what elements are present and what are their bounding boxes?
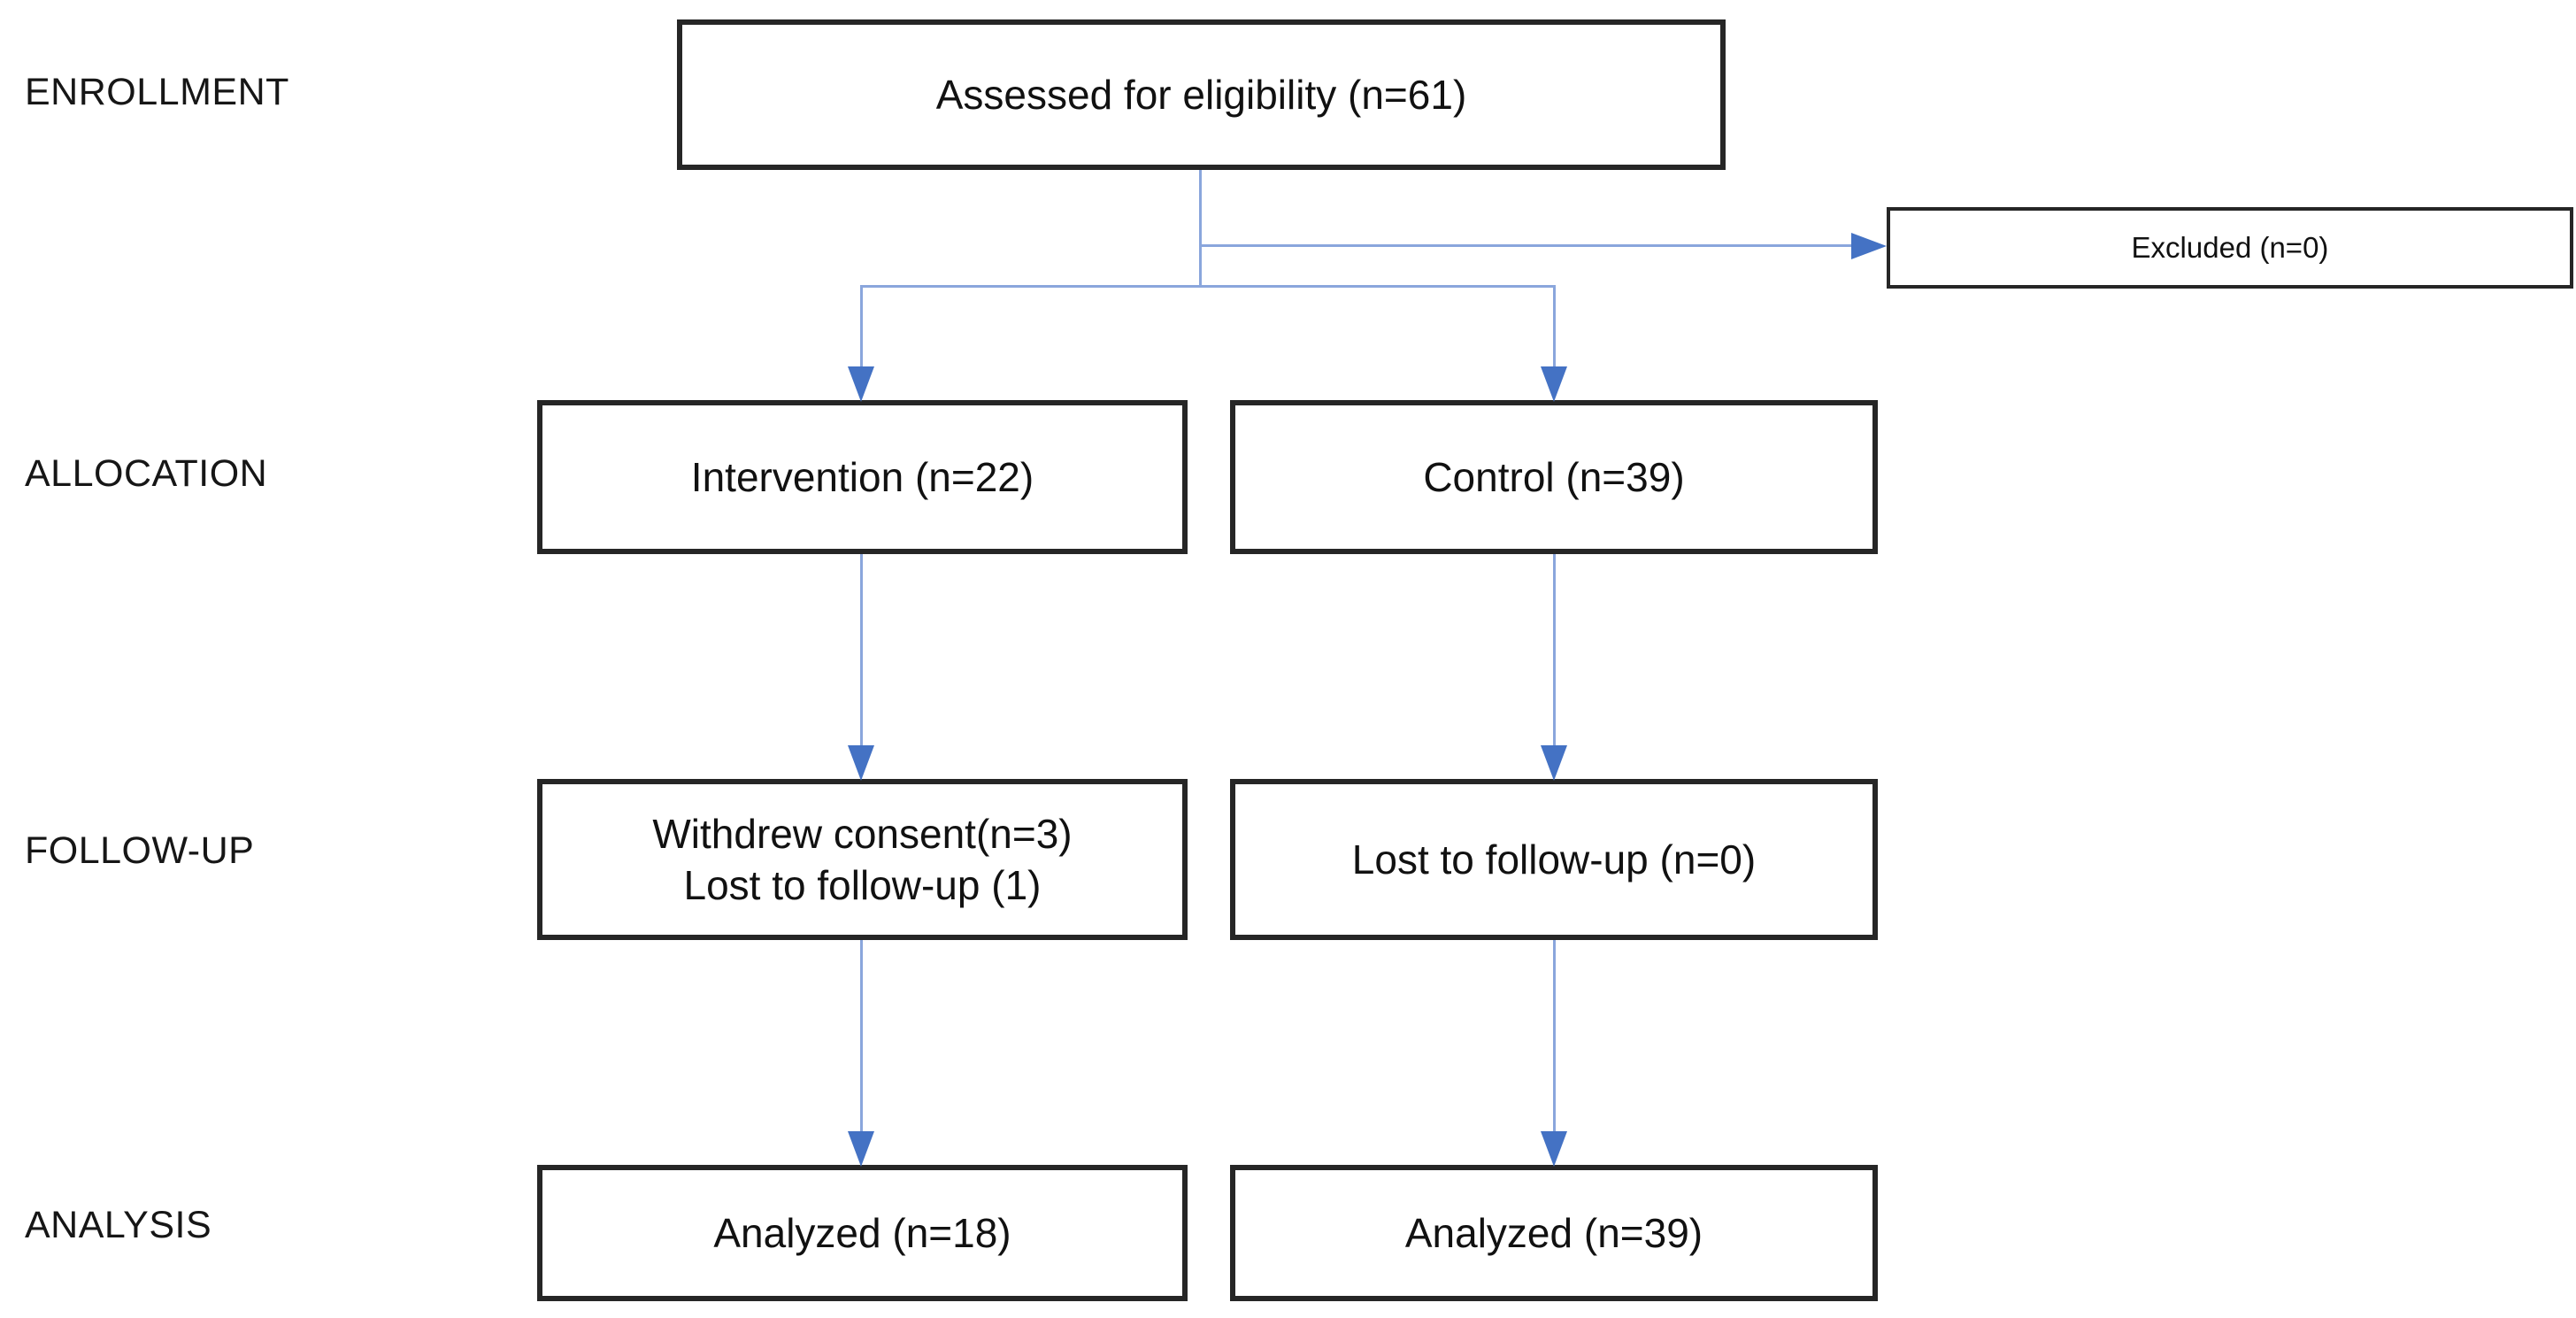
connector-control-to-followup <box>1553 554 1556 745</box>
intervention-label: Intervention (n=22) <box>690 454 1034 500</box>
connector-followup-to-analysis-control <box>1553 940 1556 1131</box>
arrowhead-analysis-intervention-icon <box>848 1131 874 1167</box>
connector-followup-to-analysis-intervention <box>860 940 863 1131</box>
arrowhead-excluded-icon <box>1851 232 1887 259</box>
withdrew-consent-label: Withdrew consent(n=3) <box>652 811 1073 857</box>
arrowhead-analysis-control-icon <box>1541 1131 1567 1167</box>
followup-intervention-box: Withdrew consent(n=3) Lost to follow-up … <box>537 779 1188 940</box>
arrowhead-followup-intervention-icon <box>848 745 874 781</box>
stage-label-analysis: ANALYSIS <box>25 1204 212 1246</box>
intervention-box: Intervention (n=22) <box>537 400 1188 554</box>
connector-assessed-stem <box>1199 170 1202 287</box>
connector-to-intervention <box>860 285 863 366</box>
arrowhead-control-icon <box>1541 366 1567 402</box>
connector-intervention-to-followup <box>860 554 863 745</box>
analyzed-intervention-label: Analyzed (n=18) <box>713 1210 1011 1256</box>
excluded-label: Excluded (n=0) <box>2131 231 2329 264</box>
lost-to-follow-up-control-label: Lost to follow-up (n=0) <box>1351 836 1757 883</box>
connector-to-control <box>1553 285 1556 366</box>
assessed-for-eligibility-box: Assessed for eligibility (n=61) <box>677 19 1726 170</box>
followup-control-box: Lost to follow-up (n=0) <box>1230 779 1878 940</box>
control-label: Control (n=39) <box>1423 454 1685 500</box>
analyzed-control-box: Analyzed (n=39) <box>1230 1165 1878 1301</box>
analyzed-control-label: Analyzed (n=39) <box>1404 1210 1703 1256</box>
arrowhead-followup-control-icon <box>1541 745 1567 781</box>
assessed-for-eligibility-label: Assessed for eligibility (n=61) <box>935 72 1467 118</box>
lost-to-follow-up-intervention-label: Lost to follow-up (1) <box>683 862 1042 908</box>
connector-allocation-split <box>860 285 1556 288</box>
control-box: Control (n=39) <box>1230 400 1878 554</box>
analyzed-intervention-box: Analyzed (n=18) <box>537 1165 1188 1301</box>
arrowhead-intervention-icon <box>848 366 874 402</box>
connector-to-excluded <box>1199 244 1855 247</box>
stage-label-enrollment: ENROLLMENT <box>25 71 289 113</box>
stage-label-allocation: ALLOCATION <box>25 452 268 495</box>
stage-label-follow-up: FOLLOW-UP <box>25 829 255 872</box>
excluded-box: Excluded (n=0) <box>1887 207 2573 289</box>
